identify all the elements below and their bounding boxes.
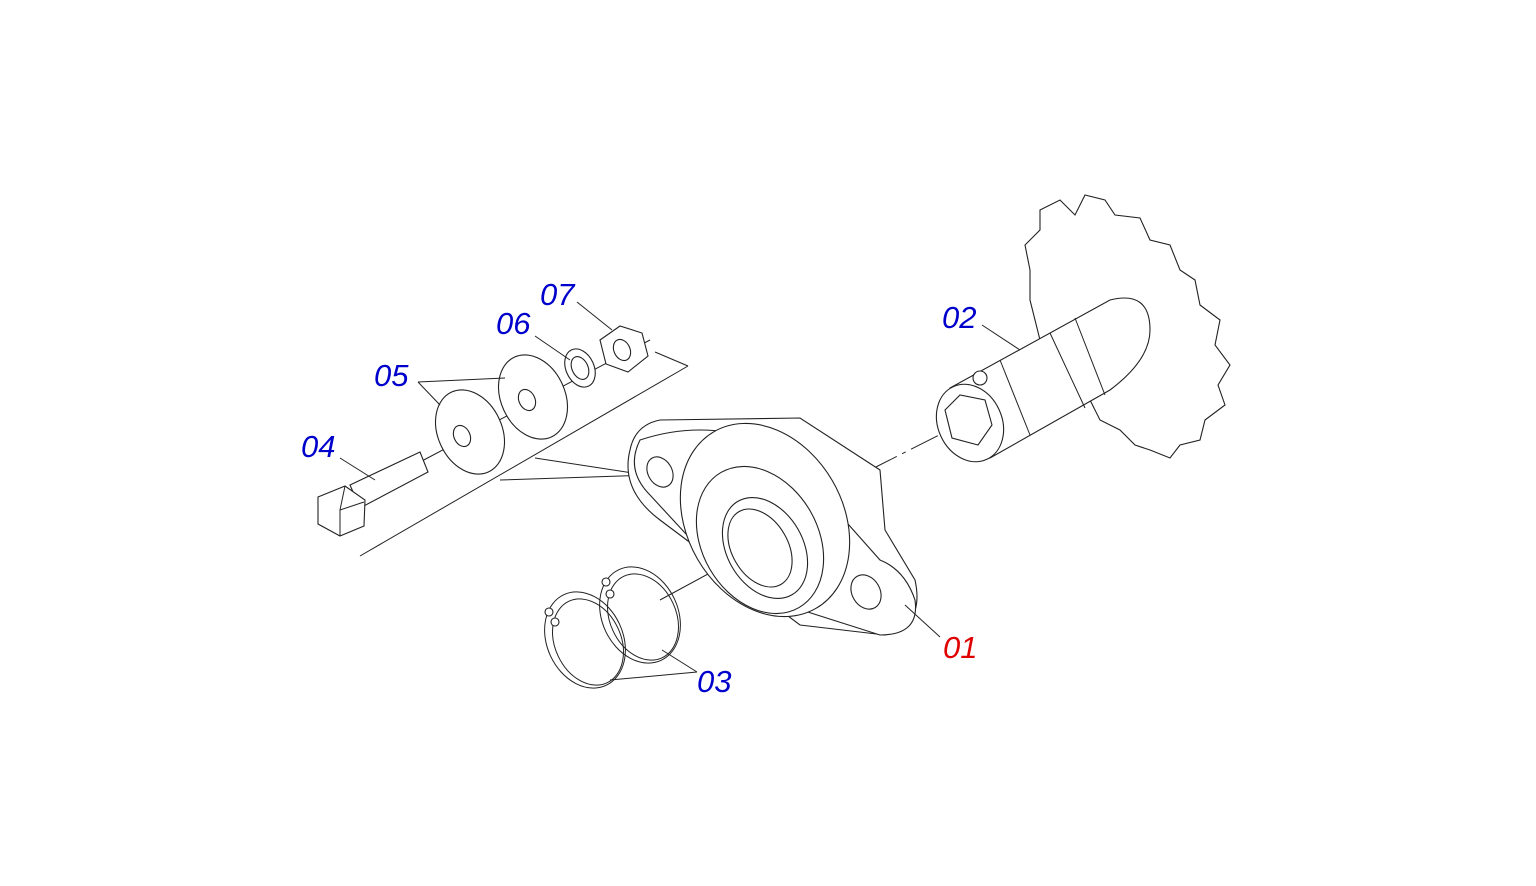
callout-05[interactable]: 05 bbox=[374, 358, 409, 393]
callout-04[interactable]: 04 bbox=[301, 429, 336, 464]
hex-bolt bbox=[317, 451, 429, 537]
sprocket-shaft bbox=[935, 194, 1231, 463]
callout-06[interactable]: 06 bbox=[496, 306, 531, 341]
hex-nut bbox=[599, 325, 649, 373]
circlips bbox=[544, 566, 681, 689]
callout-07[interactable]: 07 bbox=[540, 277, 575, 312]
callout-02[interactable]: 02 bbox=[942, 300, 977, 335]
washers bbox=[434, 354, 569, 475]
lock-washer bbox=[564, 348, 596, 388]
leader-lines bbox=[339, 301, 1021, 681]
callout-03[interactable]: 03 bbox=[697, 664, 732, 699]
callout-01[interactable]: 01 bbox=[943, 630, 978, 665]
flange-bearing bbox=[627, 417, 918, 636]
